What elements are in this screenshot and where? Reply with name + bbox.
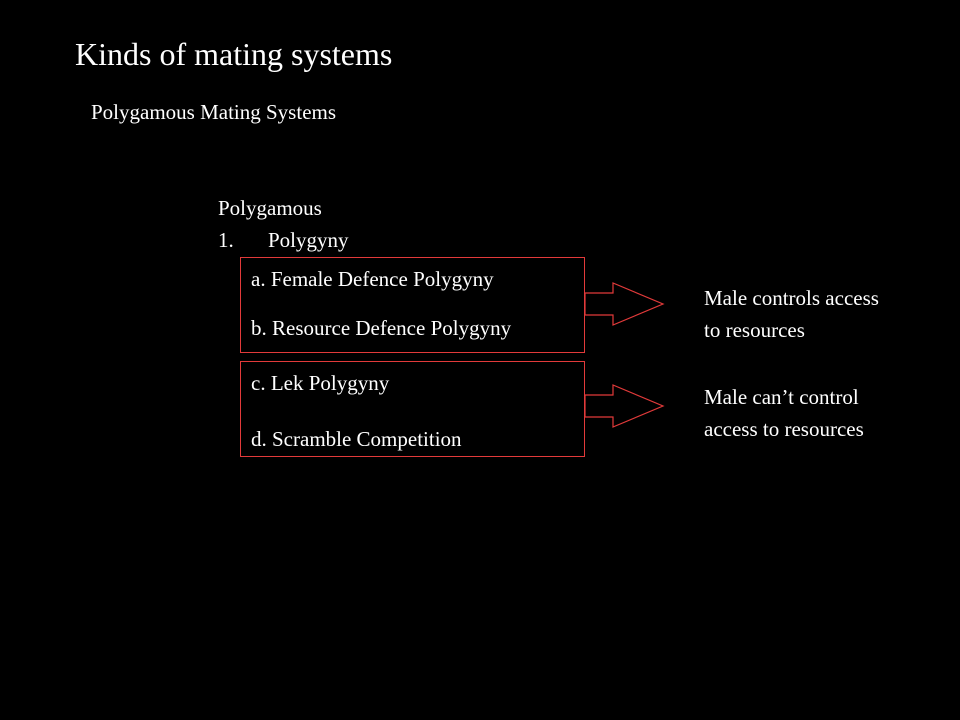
list-item-scramble-competition: d. Scramble Competition	[251, 427, 462, 451]
note-male-controls-access: Male controls access to resources	[704, 282, 879, 346]
category-heading: Polygamous	[218, 196, 322, 220]
list-item-female-defence: a. Female Defence Polygyny	[251, 267, 494, 291]
list-number: 1.	[218, 228, 234, 252]
slide-subtitle: Polygamous Mating Systems	[91, 100, 337, 124]
list-label-polygyny: Polygyny	[268, 228, 349, 252]
note-line: Male can’t control	[704, 385, 859, 409]
slide-title: Kinds of mating systems	[75, 36, 393, 72]
note-line: access to resources	[704, 417, 864, 441]
note-line: Male controls access	[704, 286, 879, 310]
list-item-resource-defence: b. Resource Defence Polygyny	[251, 316, 512, 340]
list-item-lek: c. Lek Polygyny	[251, 371, 390, 395]
note-line: to resources	[704, 318, 805, 342]
block-arrow-right-icon	[584, 384, 665, 428]
note-male-cant-control: Male can’t control access to resources	[704, 381, 864, 445]
block-arrow-right-icon	[584, 282, 665, 326]
